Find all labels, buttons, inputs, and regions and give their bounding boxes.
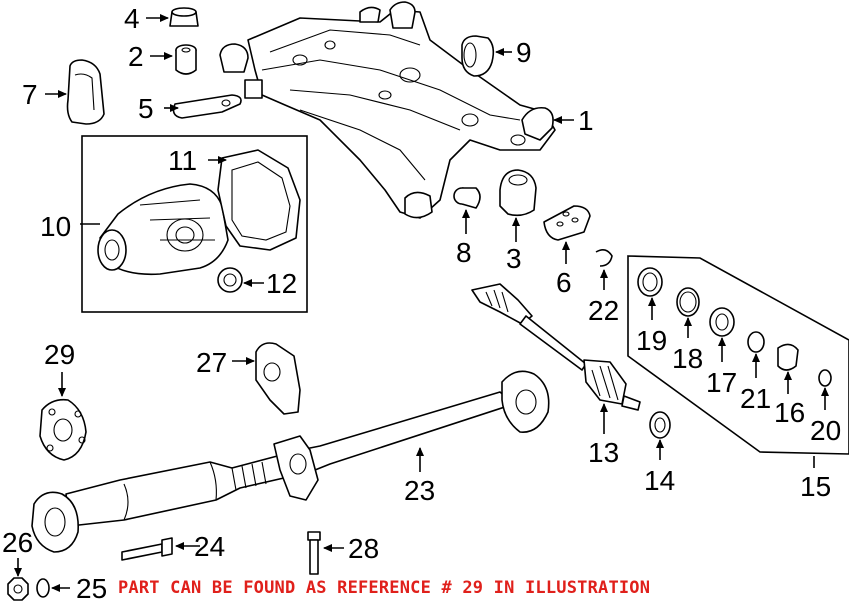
callout-21: 21	[740, 383, 771, 414]
leader-lines	[14, 14, 829, 592]
boot-kit-parts	[637, 267, 832, 387]
part-4-cap	[169, 7, 199, 27]
callout-24: 24	[194, 531, 225, 562]
callout-18: 18	[672, 343, 703, 374]
callout-6: 6	[556, 267, 572, 298]
callout-7: 7	[22, 79, 38, 110]
part-28-bolt	[307, 531, 321, 575]
part-24-bolt	[121, 537, 173, 561]
callout-13: 13	[588, 437, 619, 468]
part-9-bushing	[461, 35, 495, 77]
callout-29: 29	[44, 339, 75, 370]
part-25-washer	[36, 578, 50, 598]
part-13-axle-shaft	[471, 283, 641, 411]
boot-kit-box	[627, 255, 849, 455]
callout-numbers: 1 2 3 4 5 6 7 8 9 10 11 12 13 14 15 16 1…	[2, 3, 841, 604]
reference-note: PART CAN BE FOUND AS REFERENCE # 29 IN I…	[118, 578, 651, 598]
callout-19: 19	[636, 325, 667, 356]
part-11-cover	[217, 149, 301, 251]
part-7-mount	[66, 59, 105, 125]
callout-22: 22	[588, 295, 619, 326]
callout-15: 15	[800, 471, 831, 502]
callout-20: 20	[810, 415, 841, 446]
callout-17: 17	[706, 367, 737, 398]
part-22-clip	[595, 248, 613, 267]
callout-4: 4	[124, 3, 140, 34]
part-12-seal	[217, 267, 243, 293]
part-26-nut	[7, 577, 29, 601]
part-10-differential	[97, 183, 229, 276]
part-3-mount	[499, 169, 537, 217]
callout-9: 9	[516, 37, 532, 68]
part-8-bushing	[453, 187, 481, 209]
callout-16: 16	[774, 397, 805, 428]
part-27-support	[255, 342, 301, 415]
callout-5: 5	[138, 93, 154, 124]
part-6-pad	[543, 205, 591, 241]
part-23-driveshaft	[31, 370, 550, 553]
callout-28: 28	[348, 533, 379, 564]
part-2-bushing	[175, 44, 197, 75]
callout-2: 2	[128, 41, 144, 72]
callout-3: 3	[506, 243, 522, 274]
rear-subframe	[219, 1, 556, 219]
callout-23: 23	[404, 475, 435, 506]
callout-27: 27	[196, 347, 227, 378]
callout-8: 8	[456, 237, 472, 268]
callout-25: 25	[76, 573, 107, 604]
part-5-bracket	[172, 94, 242, 119]
callout-26: 26	[2, 527, 33, 558]
callout-12: 12	[266, 268, 297, 299]
part-29-flex-disc	[39, 398, 87, 461]
callout-11: 11	[168, 145, 197, 176]
part-14-seal	[649, 411, 671, 439]
callout-1: 1	[578, 105, 594, 136]
callout-14: 14	[644, 465, 675, 496]
callout-10: 10	[40, 211, 71, 242]
